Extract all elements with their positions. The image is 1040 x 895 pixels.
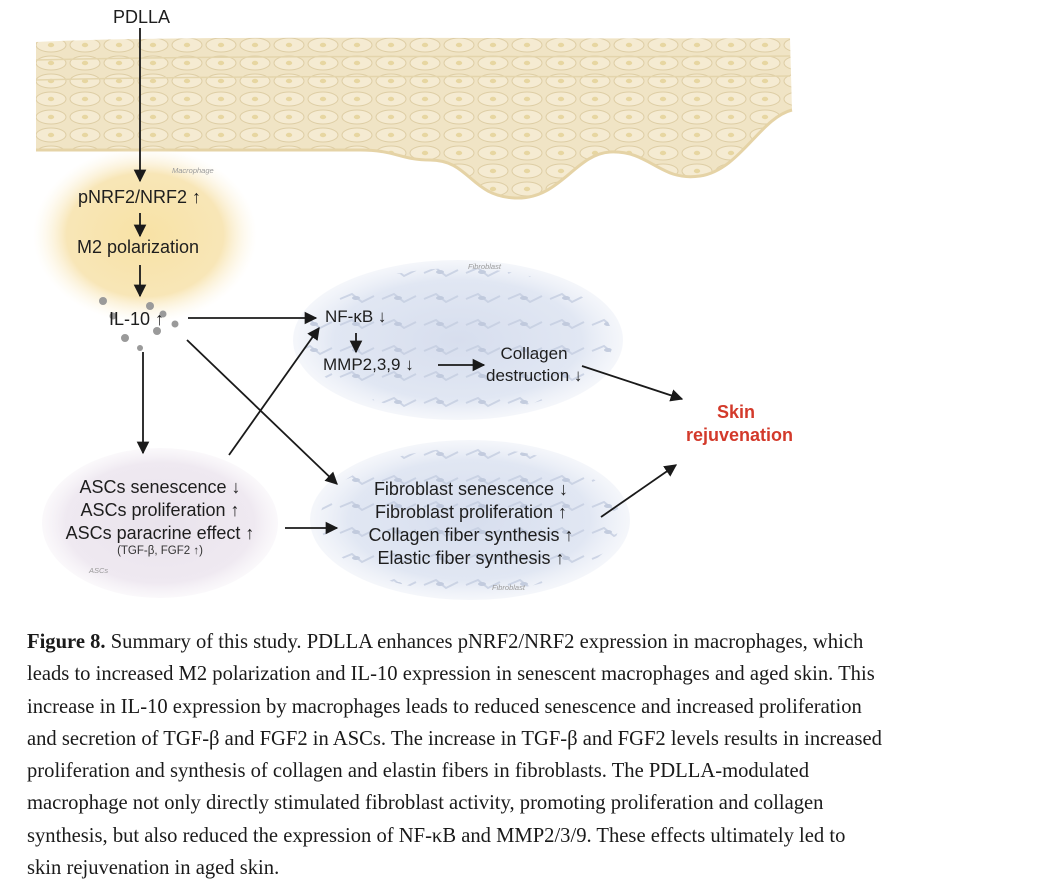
elastic-fiber-synthesis: Elastic fiber synthesis ↑	[377, 548, 565, 568]
arrow-collagen-skin	[581, 365, 684, 402]
caption-text-1: Summary of this study. PDLLA enhances pN…	[105, 631, 864, 653]
skin-rejuvenation-outcome: Skin rejuvenation	[686, 402, 794, 445]
mmp-node: MMP2,3,9 ↓	[323, 355, 414, 374]
arrow-fibroblast-skin	[600, 464, 678, 518]
ascs-senescence: ASCs senescence ↓	[79, 477, 241, 497]
outcome-line-1: Skin	[716, 402, 755, 422]
ascs-cell	[42, 448, 278, 598]
fibroblast-tag-top: Fibroblast	[468, 262, 501, 271]
summary-figure: PDLLA Macrophage pNRF2/NRF2 ↑ M2 polariz…	[33, 7, 794, 600]
ascs-paracrine: ASCs paracrine effect ↑	[65, 523, 255, 543]
collagen-destruction-line-1: Collagen	[500, 344, 568, 363]
pdlla-label: PDLLA	[113, 7, 171, 27]
caption-line-4: and secretion of TGF-β and FGF2 in ASCs.…	[27, 727, 882, 750]
nrf2-node: pNRF2/NRF2 ↑	[78, 187, 202, 207]
caption-line-1: Figure 8. Summary of this study. PDLLA e…	[27, 626, 1017, 658]
il10-node: IL-10 ↑	[109, 309, 165, 329]
macrophage-cell	[33, 147, 257, 323]
outcome-line-2: rejuvenation	[686, 425, 794, 445]
fibroblast-tag-bottom: Fibroblast	[492, 583, 525, 592]
collagen-destruction-node: Collagen destruction ↓	[486, 345, 582, 384]
caption-line-2: leads to increased M2 polarization and I…	[27, 663, 875, 686]
collagen-fiber-synthesis: Collagen fiber synthesis ↑	[368, 525, 574, 545]
caption-line-7: synthesis, but also reduced the expressi…	[27, 824, 846, 847]
fibroblast-proliferation: Fibroblast proliferation ↑	[374, 502, 568, 522]
pathway-arrows	[133, 28, 684, 535]
caption-line-8: skin rejuvenation in aged skin.	[27, 857, 280, 880]
il10-particles	[99, 297, 179, 351]
arrow-il10-fibroblast	[186, 339, 338, 485]
fibroblast-effects: Fibroblast senescence ↓ Fibroblast proli…	[353, 480, 589, 567]
ascs-effects: ASCs senescence ↓ ASCs proliferation ↑ A…	[45, 478, 275, 558]
nfkb-node: NF-κB ↓	[325, 307, 387, 326]
caption-line-3: increase in IL-10 expression by macropha…	[27, 695, 862, 718]
skin-epidermis	[35, 37, 793, 200]
figure-caption: Figure 8. Summary of this study. PDLLA e…	[27, 626, 1017, 884]
macrophage-tag: Macrophage	[172, 166, 214, 175]
caption-line-6: macrophage not only directly stimulated …	[27, 792, 824, 815]
ascs-paracrine-factors: (TGF-β, FGF2 ↑)	[117, 545, 203, 557]
caption-line-5: proliferation and synthesis of collagen …	[27, 760, 809, 783]
ascs-tag: ASCs	[89, 566, 109, 575]
arrow-ascs-nfkb	[228, 326, 320, 456]
fibroblast-senescence: Fibroblast senescence ↓	[373, 479, 569, 499]
figure-artwork	[33, 28, 793, 600]
ascs-proliferation: ASCs proliferation ↑	[80, 500, 240, 520]
m2-polarization-node: M2 polarization	[77, 237, 200, 257]
collagen-destruction-line-2: destruction ↓	[486, 366, 583, 385]
figure-label: Figure 8.	[27, 631, 106, 653]
